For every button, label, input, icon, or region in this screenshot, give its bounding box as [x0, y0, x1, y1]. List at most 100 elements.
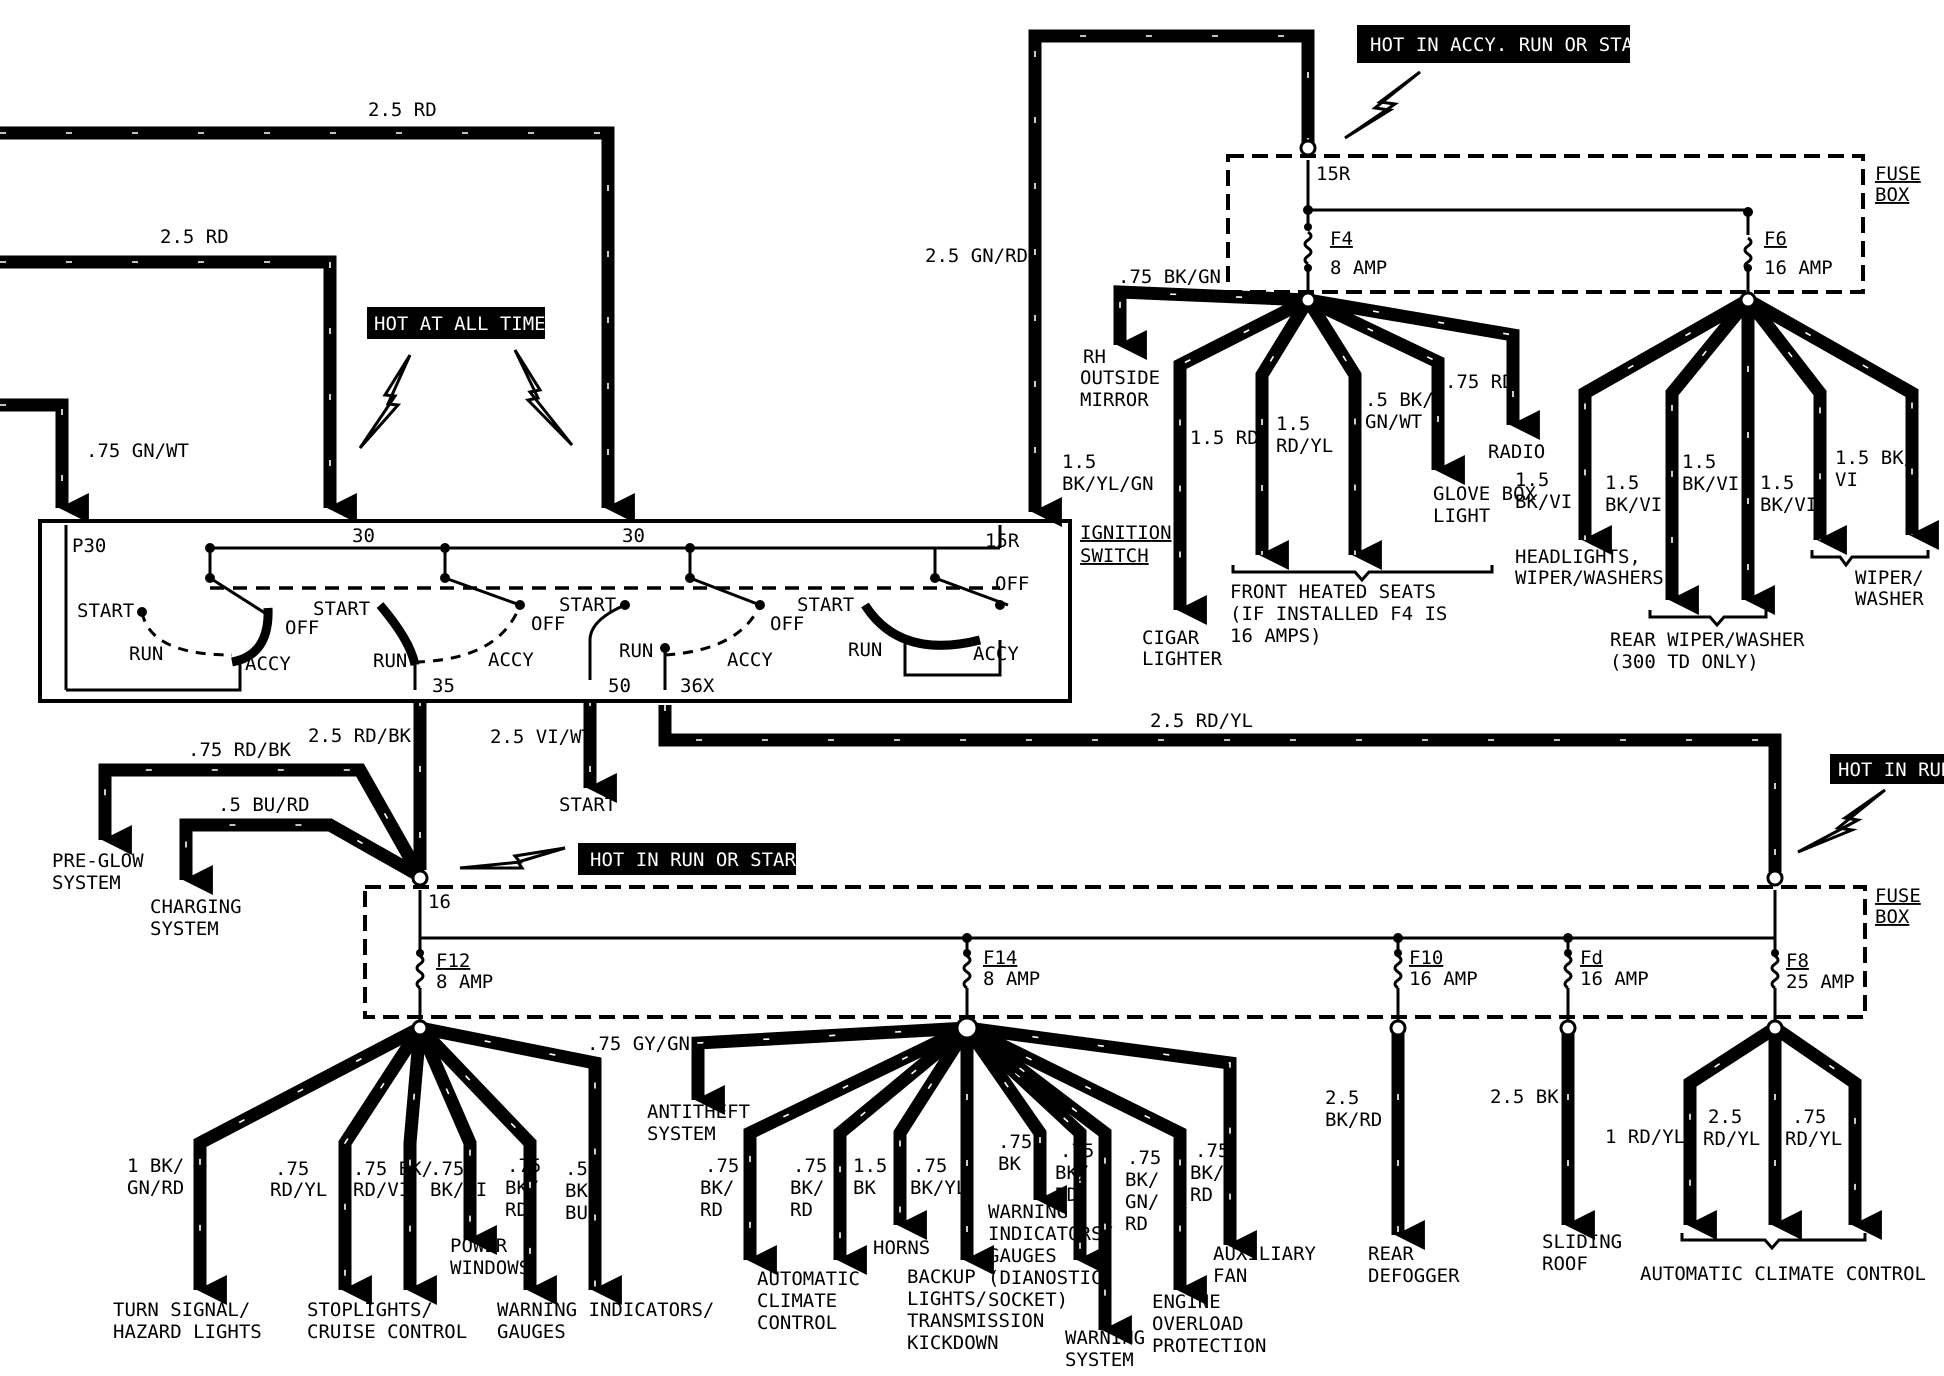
wire-label: 1.5 — [1605, 472, 1639, 494]
terminal-label: 30 — [622, 525, 645, 547]
wire-13 — [1302, 296, 1382, 570]
wire-label: BK/ — [790, 1177, 824, 1199]
fuse-name: F6 — [1764, 228, 1787, 250]
wire-label: 2.5 — [1325, 1087, 1359, 1109]
component-label: TURN SIGNAL/ — [113, 1299, 250, 1321]
component-label: (300 TD ONLY) — [1610, 651, 1759, 673]
wire-label: BK/ — [1190, 1162, 1224, 1184]
wire-label: BK/ — [505, 1177, 539, 1199]
wire-21 — [193, 1022, 424, 1305]
wire-label: 1.5 — [1515, 469, 1549, 491]
component-label: CHARGING — [150, 896, 242, 918]
fuse-amp: 16 AMP — [1580, 968, 1649, 990]
hot-banners: HOT IN ACCY. RUN OR START HOT AT ALL TIM… — [367, 25, 1944, 875]
wire-stripe-27 — [697, 1027, 968, 1100]
wire-stripe-36 — [966, 1027, 1231, 1245]
banner-hot-run-or-start: HOT IN RUN OR START — [590, 849, 807, 871]
wire-29 — [833, 1022, 972, 1275]
node-label: 15R — [1316, 163, 1351, 185]
component-label: WASHER — [1855, 588, 1924, 610]
component-label: HEADLIGHTS, — [1515, 546, 1641, 568]
wire-stripe-1 — [0, 132, 609, 508]
component-label: HORNS — [873, 1237, 930, 1259]
component-label: AUTOMATIC — [757, 1268, 860, 1290]
wire-label: RD/YL — [270, 1179, 327, 1201]
wire-label: BK — [998, 1153, 1021, 1175]
wire-25 — [415, 1023, 557, 1305]
wire-4 — [1028, 29, 1315, 527]
wire-label: .75 GN/WT — [86, 440, 189, 462]
fuse-box-label: FUSE — [1875, 885, 1921, 907]
terminal-label: P30 — [72, 535, 106, 557]
wire-label: GN/WT — [1365, 411, 1422, 433]
lightning-bolt-icon — [513, 349, 574, 447]
wire-label: .75 — [1127, 1147, 1161, 1169]
component-label: GAUGES — [988, 1245, 1057, 1267]
terminal-label: 30 — [352, 525, 375, 547]
component-label: OUTSIDE — [1080, 367, 1160, 389]
component-label: BACKUP — [907, 1266, 976, 1288]
component-label: GLOVE BOX — [1433, 483, 1537, 505]
wire-label: .75 — [507, 1155, 541, 1177]
component-label: PRE-GLOW — [52, 850, 144, 872]
terminal-label: 35 — [432, 675, 455, 697]
switch-position: START — [559, 594, 616, 616]
wire-32 — [961, 1024, 1067, 1215]
wire-label: BK — [853, 1177, 876, 1199]
fuse-name: F8 — [1786, 950, 1809, 972]
ignition-switch-label: SWITCH — [1080, 545, 1149, 567]
wire-14 — [1305, 294, 1465, 485]
wire-label: RD/YL — [1276, 435, 1333, 457]
component-label: SYSTEM — [150, 918, 219, 940]
wire-41 — [1771, 1022, 1882, 1240]
banner-hot-all-times: HOT AT ALL TIMES — [374, 313, 557, 335]
component-label: KICKDOWN — [907, 1332, 999, 1354]
fuse-name: F12 — [436, 950, 470, 972]
wire-label: BK/ — [1125, 1169, 1159, 1191]
wire-26 — [418, 1021, 622, 1305]
component-label: POWER — [450, 1235, 508, 1257]
wire-label: .75 — [705, 1155, 739, 1177]
wire-label: .75 GY/GN — [587, 1033, 690, 1055]
switch-position: ACCY — [245, 653, 291, 675]
fuse-box-bottom — [363, 885, 1867, 1019]
fuse-amp: 25 AMP — [1786, 971, 1855, 993]
switch-position: ACCY — [727, 649, 773, 671]
component-label: ANTITHEFT — [647, 1101, 750, 1123]
wire-label: .5 BK/ — [1365, 389, 1434, 411]
component-label: FAN — [1213, 1265, 1247, 1287]
component-label: GAUGES — [497, 1321, 566, 1343]
wire-label: .75 — [275, 1158, 309, 1180]
wire-23 — [403, 1027, 437, 1305]
wire-17 — [1665, 295, 1754, 615]
wire-label: 1.5 BK/ — [1835, 447, 1915, 469]
ignition-internals — [64, 525, 1009, 692]
component-label: CIGAR — [1142, 627, 1200, 649]
component-label: CLIMATE — [757, 1290, 837, 1312]
lightning-bolt-icon — [1344, 70, 1421, 140]
component-label: SYSTEM — [52, 872, 121, 894]
wire-label: RD — [1055, 1184, 1078, 1206]
fuse-box-label: FUSE — [1875, 163, 1921, 185]
wire-label: .75 — [913, 1155, 947, 1177]
wire-label: RD — [1190, 1184, 1213, 1206]
wire-label: BK/ — [1055, 1162, 1089, 1184]
component-label: (DIANOSTIC — [988, 1267, 1102, 1289]
component-label: ROOF — [1542, 1253, 1588, 1275]
component-label: TRANSMISSION — [907, 1310, 1044, 1332]
wire-16 — [1578, 294, 1752, 555]
fuse-name: Fd — [1580, 947, 1603, 969]
wire-34 — [963, 1022, 1132, 1345]
switch-position: START — [797, 594, 854, 616]
wire-label: GN/RD — [127, 1177, 184, 1199]
junction-nodes — [411, 139, 1784, 1040]
wire-label: .75 — [793, 1155, 827, 1177]
wire-label: .75 — [430, 1158, 464, 1180]
wire-label: 1.5 — [853, 1155, 887, 1177]
wire-label: BK/VI — [1760, 494, 1817, 516]
component-label: SYSTEM — [1065, 1349, 1134, 1371]
fuse-name: F10 — [1409, 947, 1443, 969]
lightning-bolt-icon — [1797, 788, 1886, 854]
component-label: FRONT HEATED SEATS — [1230, 581, 1436, 603]
wire-label: .75 RD/BK — [188, 739, 292, 761]
